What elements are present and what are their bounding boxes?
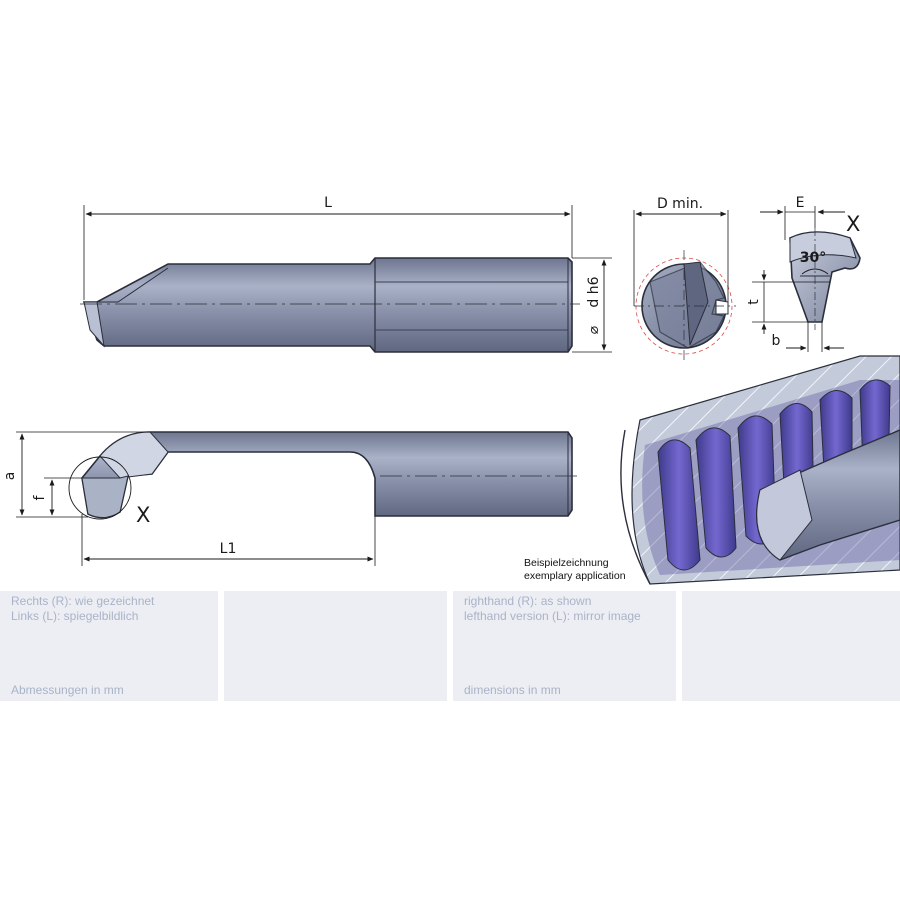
dimension-a: a — [2, 431, 150, 518]
info-en-righthand: righthand (R): as shown — [464, 594, 592, 608]
label-X-detail: X — [846, 212, 860, 236]
label-L1: L1 — [220, 541, 237, 557]
detail-X-profile — [789, 228, 861, 330]
info-de-righthand: Rechts (R): wie gezeichnet — [11, 594, 155, 608]
dimension-t: t — [746, 270, 830, 334]
label-f: f — [32, 494, 48, 500]
info-en-lefthand: lefthand version (L): mirror image — [464, 609, 641, 623]
dimension-E: E — [760, 195, 845, 240]
label-a: a — [2, 472, 18, 481]
dimension-D-min: D min. — [633, 196, 729, 306]
dimension-b: b — [772, 322, 844, 352]
info-panel-blank-1 — [224, 591, 447, 701]
dimension-d-h6: ⌀ d h6 — [572, 257, 612, 353]
label-L: L — [324, 195, 332, 211]
dimension-f: f — [32, 477, 82, 516]
info-de-units: Abmessungen in mm — [11, 683, 124, 697]
label-D-min: D min. — [657, 196, 703, 212]
label-b: b — [772, 333, 781, 349]
info-panel-de: Rechts (R): wie gezeichnet Links (L): sp… — [0, 591, 218, 701]
info-en-units: dimensions in mm — [464, 683, 561, 697]
dimension-L: L — [83, 195, 573, 300]
label-angle-30: 30° — [800, 250, 826, 266]
label-E: E — [796, 195, 805, 211]
caption-exemplary-application: exemplary application — [524, 570, 626, 582]
application-illustration — [620, 355, 900, 585]
label-t: t — [746, 299, 762, 305]
label-X-side: X — [136, 503, 150, 527]
label-d-h6: d h6 — [586, 276, 602, 307]
end-view — [634, 250, 736, 360]
tool-side-view — [68, 431, 580, 520]
caption-beispielzeichnung: Beispielzeichnung — [524, 557, 609, 569]
dimension-L1: L1 — [81, 514, 376, 566]
info-panel-blank-2 — [682, 591, 900, 701]
diameter-symbol: ⌀ — [586, 325, 602, 334]
info-de-lefthand: Links (L): spiegelbildlich — [11, 609, 139, 623]
tool-top-view — [80, 257, 580, 353]
info-panel-en: righthand (R): as shown lefthand version… — [453, 591, 676, 701]
